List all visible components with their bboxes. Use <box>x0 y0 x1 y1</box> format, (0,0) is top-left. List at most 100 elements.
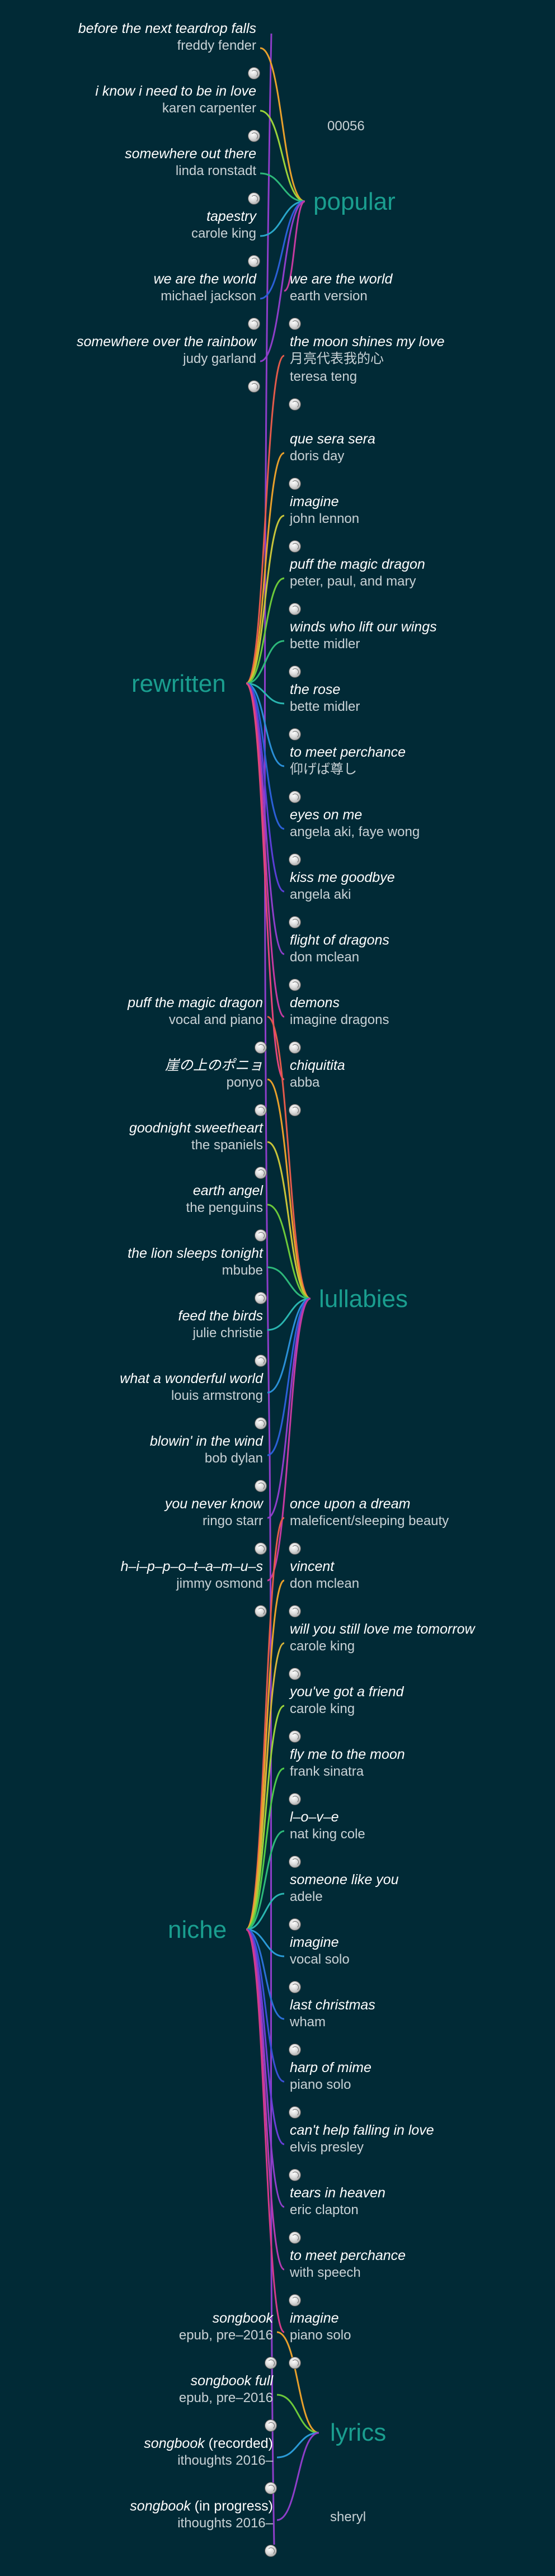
song-artist: don mclean <box>290 950 360 965</box>
audio-ball-icon[interactable] <box>289 1730 301 1743</box>
audio-ball-icon[interactable] <box>248 255 260 267</box>
audio-ball-icon[interactable] <box>255 1292 267 1304</box>
audio-ball-icon[interactable] <box>289 603 301 615</box>
audio-ball-icon[interactable] <box>265 2545 277 2557</box>
audio-ball-icon[interactable] <box>289 540 301 553</box>
audio-ball-icon[interactable] <box>289 1542 301 1555</box>
song-node-lyrics[interactable]: songbook (in progress)ithoughts 2016– <box>130 2498 273 2532</box>
audio-ball-icon[interactable] <box>255 1355 267 1367</box>
audio-ball-icon[interactable] <box>289 1605 301 1617</box>
audio-ball-icon[interactable] <box>289 979 301 991</box>
audio-ball-icon[interactable] <box>255 1605 267 1617</box>
audio-ball-icon[interactable] <box>248 318 260 330</box>
audio-ball-icon[interactable] <box>289 318 301 330</box>
audio-ball-icon[interactable] <box>289 2106 301 2119</box>
audio-ball-icon[interactable] <box>248 380 260 393</box>
audio-ball-icon[interactable] <box>289 1041 301 1054</box>
audio-ball-icon[interactable] <box>289 666 301 678</box>
audio-ball-icon[interactable] <box>248 67 260 79</box>
audio-ball-icon[interactable] <box>289 1981 301 1993</box>
audio-ball-icon[interactable] <box>289 2044 301 2056</box>
audio-ball-icon[interactable] <box>289 1856 301 1868</box>
audio-ball-icon[interactable] <box>289 2231 301 2244</box>
audio-ball-icon[interactable] <box>265 2419 277 2432</box>
audio-ball-icon[interactable] <box>289 916 301 928</box>
hub-lyrics[interactable]: lyrics <box>330 2419 387 2446</box>
audio-ball-icon[interactable] <box>255 1229 267 1242</box>
audio-ball-icon[interactable] <box>289 398 301 411</box>
audio-ball-icon[interactable] <box>289 2294 301 2306</box>
hub-rewritten[interactable]: rewritten <box>131 670 226 697</box>
audio-ball-icon[interactable] <box>289 1668 301 1680</box>
audio-ball-icon[interactable] <box>289 2169 301 2181</box>
audio-ball-icon[interactable] <box>289 853 301 866</box>
audio-ball-icon[interactable] <box>289 1918 301 1931</box>
audio-ball-icon[interactable] <box>289 2357 301 2369</box>
audio-ball-icon[interactable] <box>289 478 301 490</box>
hub-popular[interactable]: popular <box>313 188 396 215</box>
audio-ball-icon[interactable] <box>289 1104 301 1116</box>
audio-ball-icon[interactable] <box>265 2482 277 2494</box>
audio-ball-icon[interactable] <box>289 791 301 803</box>
audio-ball-icon[interactable] <box>248 130 260 142</box>
hub-niche[interactable]: niche <box>168 1916 227 1943</box>
audio-ball-icon[interactable] <box>255 1542 267 1555</box>
audio-ball-icon[interactable] <box>255 1480 267 1492</box>
audio-ball-icon[interactable] <box>248 192 260 205</box>
hub-lullabies[interactable]: lullabies <box>319 1285 408 1313</box>
song-node-lyrics[interactable]: songbook (recorded)ithoughts 2016– <box>144 2435 273 2470</box>
audio-ball-icon[interactable] <box>255 1104 267 1116</box>
audio-ball-icon[interactable] <box>255 1167 267 1179</box>
audio-ball-icon[interactable] <box>255 1417 267 1429</box>
audio-ball-icon[interactable] <box>289 1793 301 1805</box>
audio-ball-icon[interactable] <box>255 1041 267 1054</box>
audio-ball-icon[interactable] <box>265 2357 277 2369</box>
audio-ball-icon[interactable] <box>289 728 301 740</box>
